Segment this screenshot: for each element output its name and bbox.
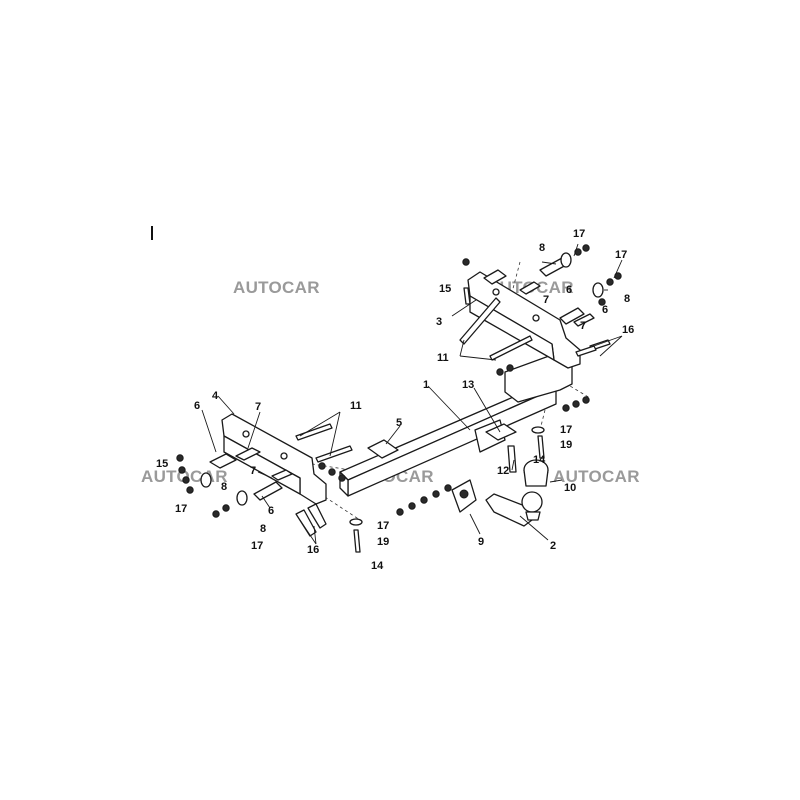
- spacer-bushings: [209, 257, 595, 501]
- callout-13: 13: [462, 379, 474, 391]
- callout-15-right: 15: [439, 283, 451, 295]
- watermark-left: AUTOCAR: [233, 278, 320, 297]
- callout-4: 4: [212, 390, 219, 402]
- callout-17-top: 17: [573, 228, 585, 240]
- tow-ball-cap: [523, 459, 549, 487]
- watermark-right: AUTOCAR: [553, 467, 640, 486]
- callout-14-right: 14: [533, 454, 546, 466]
- callout-7-left-lower: 7: [250, 465, 256, 477]
- callout-14-left: 14: [371, 560, 384, 572]
- callout-17-left-lower: 17: [251, 540, 263, 552]
- callout-11-right: 11: [437, 352, 449, 364]
- callout-12: 12: [497, 465, 509, 477]
- main-cross-beam: [339, 351, 573, 497]
- callout-16-right: 16: [622, 324, 634, 336]
- callout-11-left: 11: [350, 400, 362, 412]
- callout-6-right-upper: 6: [566, 284, 572, 296]
- tow-ball-neck: [485, 491, 543, 527]
- hex-nuts: [176, 244, 622, 518]
- callout-1: 1: [423, 379, 429, 391]
- callout-10: 10: [564, 482, 576, 494]
- callout-15-left: 15: [156, 458, 168, 470]
- callout-17-left: 17: [175, 503, 187, 515]
- callout-8-right-lower: 8: [624, 293, 630, 305]
- callout-3: 3: [436, 316, 442, 328]
- callout-8-left-lower: 8: [260, 523, 266, 535]
- callout-5: 5: [396, 417, 402, 429]
- short-bolts: [295, 287, 611, 553]
- socket-plate: [451, 479, 477, 513]
- callout-8-left-upper: 8: [221, 481, 227, 493]
- mounting-plate: [367, 439, 399, 459]
- long-bolts: [295, 297, 533, 463]
- callout-7-right-upper: 7: [543, 294, 549, 306]
- callout-19-right: 19: [560, 439, 572, 451]
- callout-6-left-lower: 6: [268, 505, 274, 517]
- callout-2: 2: [550, 540, 556, 552]
- small-bracket: [485, 423, 517, 441]
- text-cursor-mark: [151, 226, 153, 240]
- callout-6-right-lower: 6: [602, 304, 608, 316]
- callout-9: 9: [478, 536, 484, 548]
- callout-6-left-upper: 6: [194, 400, 200, 412]
- callout-16-left: 16: [307, 544, 319, 556]
- callout-labels: 1 2 3 4 5 6 6 6 6 7 7 7 7 8 8 8 8 9 10 1…: [156, 228, 634, 572]
- callout-7-left-upper: 7: [255, 401, 261, 413]
- callout-17-right: 17: [560, 424, 572, 436]
- left-side-bracket: [221, 413, 327, 505]
- callout-8-right-upper: 8: [539, 242, 545, 254]
- callout-17-top-right: 17: [615, 249, 627, 261]
- washers: [200, 252, 604, 526]
- callout-17-center: 17: [377, 520, 389, 532]
- callout-7-right-lower: 7: [580, 320, 586, 332]
- leader-lines: [201, 243, 623, 545]
- callout-19-left: 19: [377, 536, 389, 548]
